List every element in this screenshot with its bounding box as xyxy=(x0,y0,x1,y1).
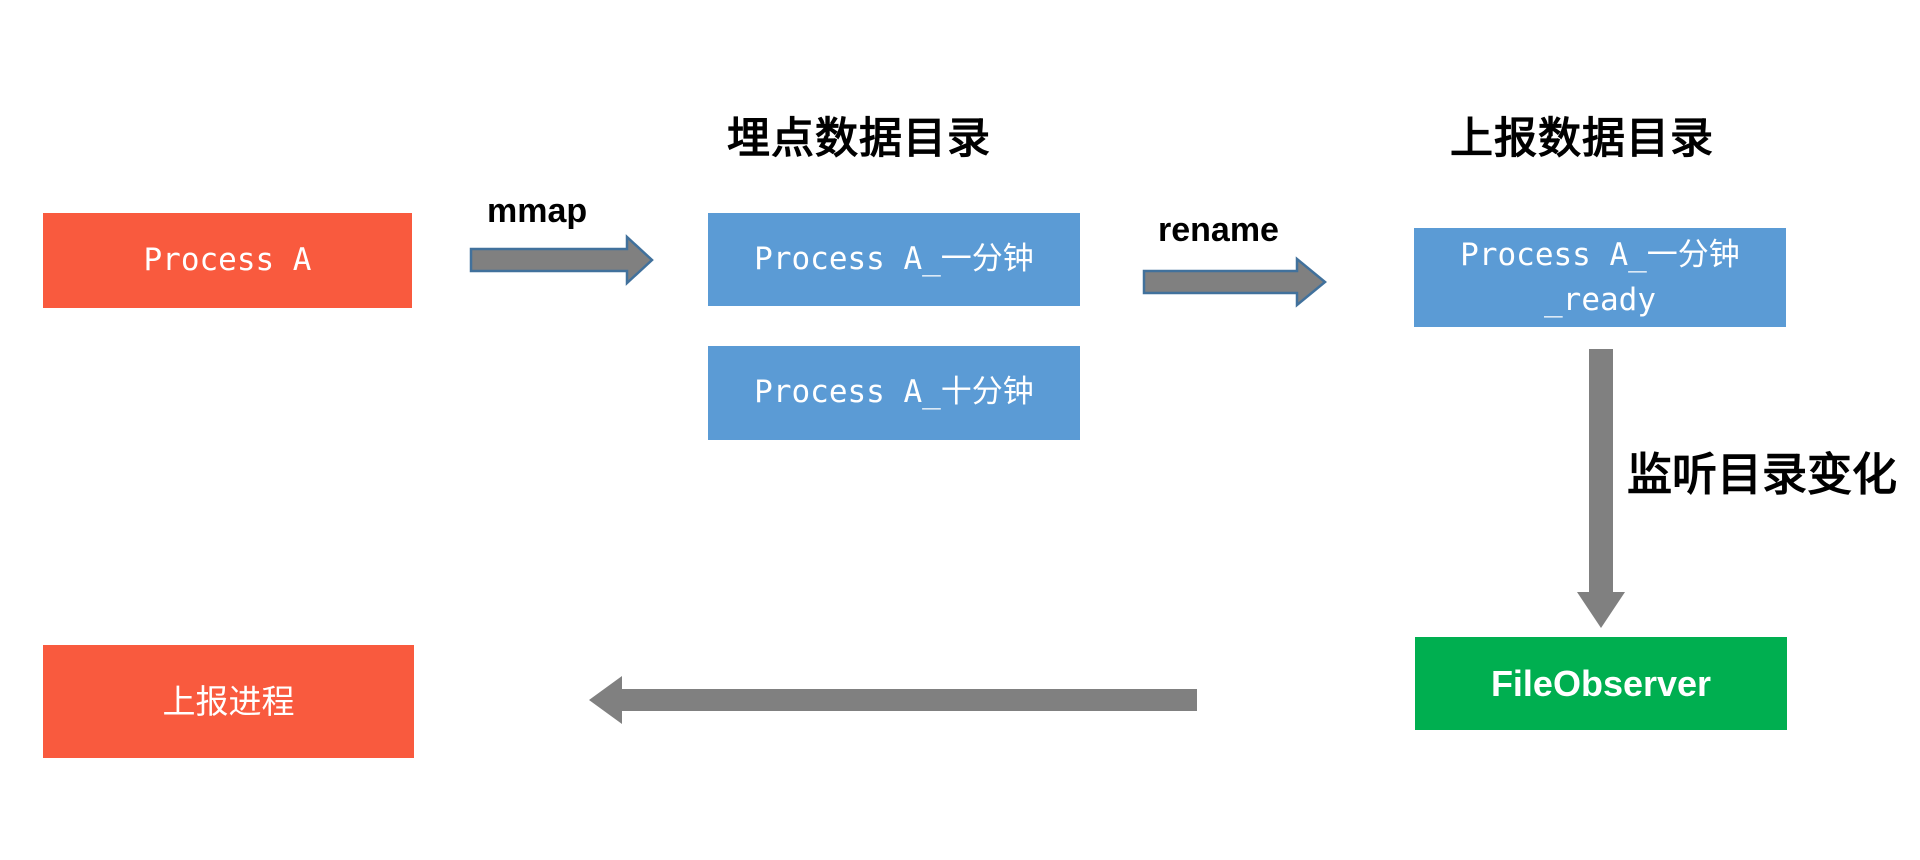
notify-left-arrow-icon xyxy=(589,676,1197,724)
node-file-observer: FileObserver xyxy=(1415,637,1787,730)
watch-down-arrow-icon xyxy=(1577,349,1625,628)
heading-tracking-data-dir: 埋点数据目录 xyxy=(727,116,991,163)
node-report-process: 上报进程 xyxy=(43,645,414,758)
heading-report-data-dir: 上报数据目录 xyxy=(1450,116,1714,163)
node-ready-label-line2: _ready xyxy=(1544,281,1656,318)
node-process-a-ten-minute: Process A_十分钟 xyxy=(708,346,1080,440)
mmap-arrow-label: mmap xyxy=(487,192,588,230)
rename-right-arrow-icon xyxy=(1142,256,1327,308)
node-process-a-one-minute-ready: Process A_一分钟 _ready xyxy=(1414,228,1786,327)
rename-arrow-label: rename xyxy=(1158,211,1279,249)
mmap-right-arrow-icon xyxy=(469,234,654,286)
watch-dir-change-label: 监听目录变化 xyxy=(1627,450,1898,500)
node-process-a-one-minute: Process A_一分钟 xyxy=(708,213,1080,306)
node-ready-label-line1: Process A_一分钟 xyxy=(1460,236,1740,273)
node-process-a: Process A xyxy=(43,213,412,308)
